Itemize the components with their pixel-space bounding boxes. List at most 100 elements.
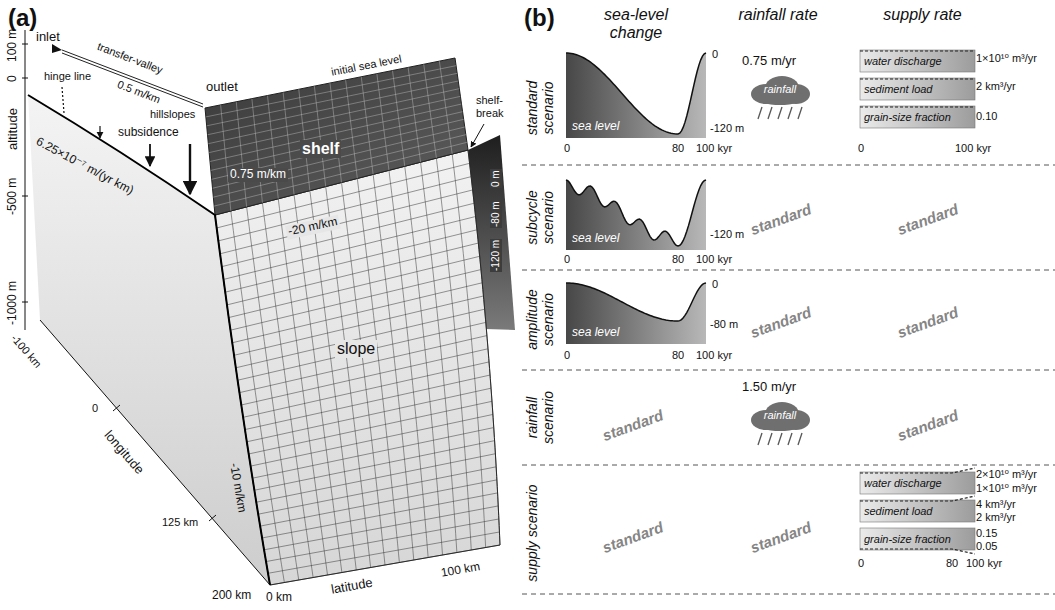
label-anchor: 200 km [212,589,251,603]
label-anchor: 80 [672,253,684,266]
label-anchor: standard [748,303,813,341]
label-anchor: 0 [564,142,570,155]
grid-line [264,506,498,550]
feature-label: shelf [300,140,341,158]
label-anchor: 0 [92,402,98,415]
axis-value: 125 km [162,516,198,529]
rate-value: 0.10 [976,110,997,123]
node-text: sea level [572,120,619,134]
axis-value: -1000 m [6,281,20,325]
label-anchor: standard [895,200,960,238]
label-anchor: supply scenario [524,478,540,588]
label-anchor: standard [895,406,960,444]
node-text: grain-size fraction [864,111,951,124]
label-anchor: 100 kyr [696,253,732,266]
supply-bar: water discharge [860,50,975,72]
label-anchor: transfer-valley [95,40,164,77]
label-anchor: (b) [524,4,555,32]
label-anchor: rainfall scenario [524,375,556,460]
label-anchor: -120 m [710,122,744,135]
label-anchor: 80 [672,349,684,362]
supply-bar: water discharge [860,472,975,494]
rain-stroke [758,107,762,119]
rate-trend [860,106,975,107]
label-anchor: -1000 m [6,281,20,325]
cloud-symbol [751,402,810,445]
row-separator [522,594,1055,595]
axis-value: 0 [92,402,98,415]
grid-line [236,309,485,368]
longitude-axis [40,320,270,585]
row-separator [522,370,1055,371]
axis-title: latitude [330,576,374,598]
axis-value: 80 [946,557,958,570]
grid-line [230,270,481,331]
label-anchor: 100 kyr [966,557,1002,570]
standard-note: standard [748,303,813,341]
grid-line [243,362,489,417]
label-anchor: subsidence [118,126,179,140]
rate-value: 2 km³/yr [976,80,1016,93]
label-anchor: -120 m [490,239,502,272]
sea-level-value: -120 m [490,239,502,272]
label-anchor: 0.05 [976,540,997,553]
standard-note: standard [600,406,665,444]
label-anchor: 2×10¹⁰ m³/yr [976,468,1037,481]
grid-line [211,112,463,171]
row-header: standard scenario [524,58,556,158]
column-header: rainfall rate [738,6,818,24]
node-text: rainfall [764,83,796,96]
axis-value: 80 [672,349,684,362]
axis-value: -100 km [8,332,44,370]
column-header: sea-level change [578,6,694,43]
grid-line [208,89,459,144]
rain-stroke [798,107,802,119]
grid-line [207,73,457,126]
label-anchor: -120 m [710,228,744,241]
label-anchor: 2 km³/yr [976,511,1016,524]
feature-label: initial sea level [330,52,403,78]
label-anchor: hillslopes [150,108,195,121]
axis-value: 80 [672,253,684,266]
gradient-value: -10 m/km [226,462,248,514]
axis-title: longitude [101,428,147,478]
rate-trend [860,50,975,51]
feature-label: transfer-valley [95,40,164,77]
grid-line [262,493,497,538]
grid-line [251,414,493,466]
rate-value: 0.05 [976,540,997,553]
standard-note: standard [895,200,960,238]
grid-line [249,401,492,454]
sea-level-fill [566,283,706,344]
rate-value: 1.50 m/yr [742,380,796,395]
supply-gradient [860,50,975,72]
rate-value: 0.15 [976,527,997,540]
label-anchor: 1×10¹⁰ m³/yr [976,482,1037,495]
standard-note: standard [748,200,813,238]
supply-bar: grain-size fraction [860,106,975,128]
standard-note: standard [895,406,960,444]
label-anchor: 0 [858,142,864,155]
label-anchor: 0 [564,349,570,362]
node-text: sediment load [864,83,933,96]
label-anchor: 0 [712,48,718,61]
label-anchor: 100 kyr [955,142,991,155]
grid-line [258,467,496,514]
label-anchor: standard [895,303,960,341]
grid-line [260,480,497,526]
label-anchor: (a) [8,4,37,32]
slope-grid [215,150,500,585]
label-anchor: 100 kyr [696,349,732,362]
rain-stroke [798,433,802,445]
label-anchor: -80 m [710,318,738,331]
rate-value: 6.25×10⁻⁷ m/(yr km) [34,135,136,198]
grid-line [208,81,459,135]
label-anchor: inlet [36,30,60,45]
axis-value: 0 [712,278,718,291]
rate-value: 1×10¹⁰ m³/yr [976,482,1037,495]
standard-note: standard [895,303,960,341]
grid-line [436,158,471,550]
cloud-symbol [751,76,810,119]
grid-line [225,230,477,292]
rate-value: 1×10¹⁰ m³/yr [976,52,1037,65]
